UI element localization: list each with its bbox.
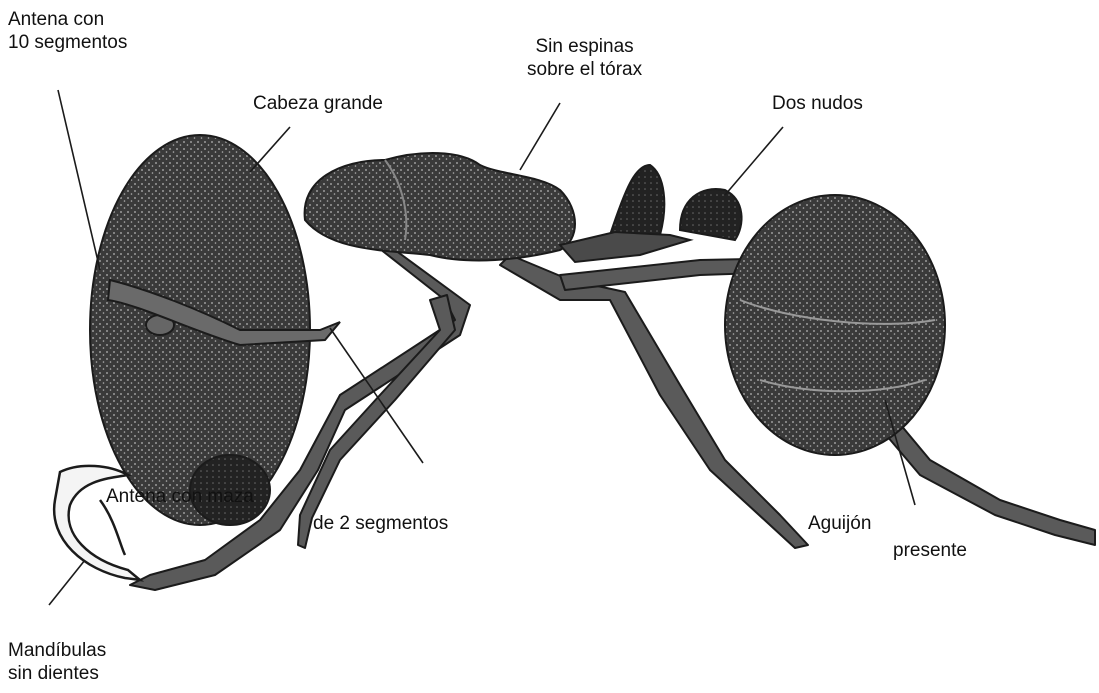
ant-gaster bbox=[725, 195, 945, 455]
label-antenna-line1: Antena con bbox=[8, 8, 127, 31]
label-sting-line2: presente bbox=[893, 539, 967, 562]
label-mandibles: Mandíbulas sin dientes bbox=[8, 639, 106, 685]
label-club-line2-wrap: de 2 segmentos bbox=[313, 512, 448, 535]
label-sting-line1: Aguijón bbox=[808, 512, 871, 535]
label-sting-line2-wrap: presente bbox=[893, 539, 967, 562]
label-nodes-text: Dos nudos bbox=[772, 92, 863, 115]
label-antenna: Antena con 10 segmentos bbox=[8, 8, 127, 54]
label-club-line1-wrap: Antena con maza bbox=[106, 485, 254, 508]
leader-antenna bbox=[58, 90, 100, 270]
label-head: Cabeza grande bbox=[253, 92, 383, 115]
leader-nodes bbox=[725, 127, 783, 195]
label-thorax-line2: sobre el tórax bbox=[527, 58, 642, 81]
label-club-line2: de 2 segmentos bbox=[313, 512, 448, 535]
label-antenna-line2: 10 segmentos bbox=[8, 31, 127, 54]
label-thorax: Sin espinas sobre el tórax bbox=[527, 35, 642, 81]
label-club-line1: Antena con maza bbox=[106, 485, 254, 508]
ant-thorax bbox=[305, 153, 575, 260]
ant-nodes bbox=[560, 165, 742, 262]
label-mandibles-line1: Mandíbulas bbox=[8, 639, 106, 662]
leader-head bbox=[250, 127, 290, 172]
label-head-text: Cabeza grande bbox=[253, 92, 383, 115]
label-mandibles-line2: sin dientes bbox=[8, 662, 106, 685]
label-nodes: Dos nudos bbox=[772, 92, 863, 115]
label-sting-line1-wrap: Aguijón bbox=[808, 512, 871, 535]
leader-thorax bbox=[520, 103, 560, 170]
leader-mandibles bbox=[49, 560, 85, 605]
ant-mandibles bbox=[54, 466, 140, 580]
label-thorax-line1: Sin espinas bbox=[527, 35, 642, 58]
